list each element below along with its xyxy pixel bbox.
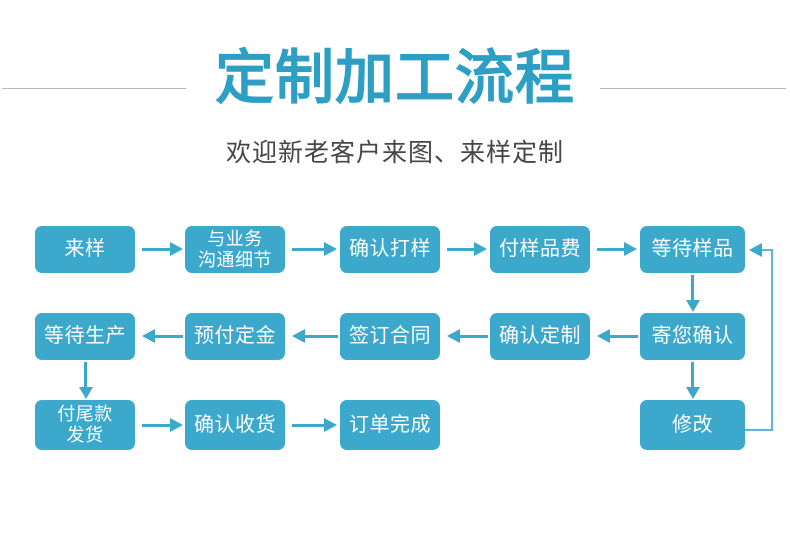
arrow-head-r2-3: [447, 329, 460, 343]
connector-c5-down-2: [691, 362, 694, 392]
arrow-head-c1-down: [79, 387, 93, 399]
title-rule-right: [600, 88, 786, 89]
connector-r1-3: [447, 248, 476, 251]
loop-line-bottom: [745, 429, 773, 431]
connector-r2-2: [305, 335, 338, 338]
flow-node-yu-ye-wu-gou-tong-xi-jie[interactable]: 与业务 沟通细节: [185, 226, 285, 273]
flow-node-que-ren-da-yang[interactable]: 确认打样: [340, 226, 440, 273]
connector-r3-1: [142, 424, 172, 427]
flow-node-yu-fu-ding-jin[interactable]: 预付定金: [185, 313, 285, 360]
flow-node-ding-dan-wan-cheng[interactable]: 订单完成: [340, 400, 440, 450]
connector-r2-1: [155, 335, 183, 338]
title-rule-left: [2, 88, 186, 89]
page-title: 定制加工流程: [214, 45, 575, 111]
arrow-head-c5-down-2: [686, 387, 700, 399]
arrow-head-r3-2: [324, 418, 337, 432]
flow-node-lai-yang[interactable]: 来样: [35, 226, 135, 273]
page-subtitle: 欢迎新老客户来图、来样定制: [225, 139, 564, 167]
connector-c5-down-1: [691, 275, 694, 305]
loop-line-vertical: [771, 250, 773, 430]
connector-r2-4: [610, 335, 638, 338]
flow-node-fu-yang-pin-fei[interactable]: 付样品费: [490, 226, 590, 273]
flow-node-ji-nin-que-ren[interactable]: 寄您确认: [640, 313, 745, 360]
arrow-head-r2-2: [292, 329, 305, 343]
header: 定制加工流程 欢迎新老客户来图、来样定制: [0, 0, 790, 195]
arrow-head-r1-1: [170, 242, 183, 256]
arrow-head-r2-1: [142, 329, 155, 343]
connector-r1-1: [142, 248, 172, 251]
loop-line-top: [762, 249, 773, 251]
arrow-head-r1-3: [474, 242, 487, 256]
flow-node-deng-dai-sheng-chan[interactable]: 等待生产: [35, 313, 135, 360]
flow-node-qian-ding-he-tong[interactable]: 签订合同: [340, 313, 440, 360]
flow-node-que-ren-shou-huo[interactable]: 确认收货: [185, 400, 285, 450]
arrow-head-loop-back: [749, 243, 762, 257]
arrow-head-r1-2: [324, 242, 337, 256]
arrow-head-r3-1: [170, 418, 183, 432]
arrow-head-c5-down-1: [686, 300, 700, 312]
connector-c1-down: [84, 362, 87, 392]
connector-r1-4: [597, 248, 626, 251]
flow-node-xiu-gai[interactable]: 修改: [640, 400, 745, 450]
flow-node-deng-dai-yang-pin[interactable]: 等待样品: [640, 226, 745, 273]
arrow-head-r2-4: [597, 329, 610, 343]
connector-r3-2: [292, 424, 326, 427]
connector-r1-2: [292, 248, 326, 251]
flow-node-fu-wei-kuan-fa-huo[interactable]: 付尾款 发货: [35, 400, 135, 450]
flow-node-que-ren-ding-zhi[interactable]: 确认定制: [490, 313, 590, 360]
arrow-head-r1-4: [624, 242, 637, 256]
connector-r2-3: [460, 335, 488, 338]
